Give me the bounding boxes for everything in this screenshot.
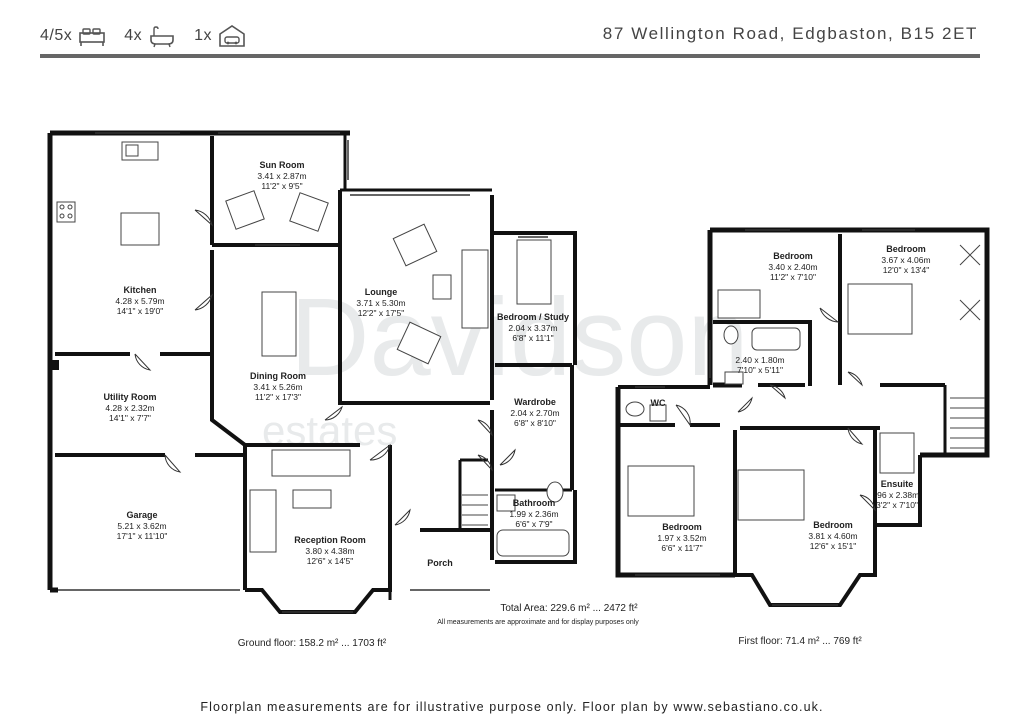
room-labels: Sun Room 3.41 x 2.87m 11'2" x 9'5" Kitch… [104, 160, 931, 568]
bedroom-1-imperial: 11'2" x 7'10" [770, 272, 816, 282]
garage-name: Garage [126, 510, 157, 520]
bedroom-4-imperial: 12'6" x 15'1" [810, 541, 857, 551]
toilet-icon [625, 401, 645, 417]
furniture [56, 141, 570, 557]
bedroom-study-imperial: 6'8" x 11'1" [512, 333, 553, 343]
ensuite-imperial: 3'2" x 7'10" [876, 500, 918, 510]
bed-icon [847, 283, 913, 335]
coffee-table [432, 274, 452, 300]
garage-count: 1x [194, 27, 213, 44]
ensuite-metric: .96 x 2.38m [875, 490, 919, 500]
bedroom-4-metric: 3.81 x 4.60m [808, 531, 857, 541]
armchair-icon [225, 190, 265, 230]
bed-icon [737, 469, 805, 521]
wc-name: WC [651, 398, 666, 408]
wardrobe-imperial: 6'8" x 8'10" [514, 418, 556, 428]
reception-room-name: Reception Room [294, 535, 366, 545]
bedroom-count: 4/5x [40, 27, 73, 44]
bath-icon [751, 327, 801, 351]
lounge-name: Lounge [365, 287, 398, 297]
garage-metric: 5.21 x 3.62m [117, 521, 166, 531]
first-floor-windows [635, 229, 915, 606]
bathroom-imperial: 6'6" x 7'9" [515, 519, 552, 529]
measurement-disclaimer: All measurements are approximate and for… [437, 619, 639, 626]
bedroom-3-imperial: 6'6" x 11'7" [661, 543, 702, 553]
garage-imperial: 17'1" x 11'10" [117, 531, 168, 541]
sofa-icon [249, 489, 277, 553]
sofa-icon [461, 249, 489, 329]
bed-icon [516, 239, 552, 305]
lounge-metric: 3.71 x 5.30m [356, 298, 405, 308]
utility-room-name: Utility Room [104, 392, 157, 402]
bedroom-1-name: Bedroom [773, 251, 813, 261]
ensuite-name: Ensuite [881, 479, 914, 489]
lounge-imperial: 12'2" x 17'5" [358, 308, 405, 318]
kitchen-imperial: 14'1" x 19'0" [117, 306, 164, 316]
door-swings [134, 209, 516, 526]
porch-name: Porch [427, 558, 453, 568]
sun-room-metric: 3.41 x 2.87m [257, 171, 306, 181]
bedroom-2-name: Bedroom [886, 244, 926, 254]
toilet-icon [723, 325, 739, 345]
kitchen-name: Kitchen [123, 285, 156, 295]
bath-icon [496, 529, 570, 557]
header-divider [40, 54, 980, 58]
bed-icon [79, 28, 106, 46]
utility-room-imperial: 14'1" x 7'7" [109, 413, 151, 423]
bathroom-metric: 1.99 x 2.36m [509, 509, 558, 519]
bathroom-count: 4x [124, 27, 143, 44]
bedroom-3-name: Bedroom [662, 522, 702, 532]
first-floor-furniture [625, 244, 985, 521]
shower-icon [879, 432, 915, 474]
kitchen-metric: 4.28 x 5.79m [115, 296, 164, 306]
reception-room-imperial: 12'6" x 14'5" [307, 556, 354, 566]
dining-room-metric: 3.41 x 5.26m [253, 382, 302, 392]
bed-icon [717, 289, 761, 319]
wardrobe-name: Wardrobe [514, 397, 556, 407]
kitchen-table [120, 212, 160, 246]
bedroom-study-name: Bedroom / Study [497, 312, 569, 322]
bathroom-name: Bathroom [513, 498, 556, 508]
toilet-icon [546, 481, 564, 503]
hob-icon [56, 201, 76, 223]
sun-room-imperial: 11'2" x 9'5" [261, 181, 302, 191]
armchair-icon [392, 223, 438, 267]
total-area: Total Area: 229.6 m² ... 2472 ft² [500, 603, 638, 614]
reception-room-metric: 3.80 x 4.38m [305, 546, 354, 556]
armchair-icon [289, 192, 329, 232]
first-floor-doors [675, 307, 876, 512]
first-bath-imperial: 7'10" x 5'11" [737, 365, 783, 375]
basin-icon [496, 494, 516, 512]
bedroom-2-imperial: 12'0" x 13'4" [883, 265, 930, 275]
footer-note: Floorplan measurements are for illustrat… [200, 700, 824, 714]
first-bath-metric: 2.40 x 1.80m [735, 355, 784, 365]
bath-icon [150, 26, 174, 48]
armchair-icon [396, 321, 442, 365]
bedroom-study-metric: 2.04 x 3.37m [508, 323, 557, 333]
property-features: 4/5x 4x 1x [40, 24, 258, 48]
dining-table [261, 291, 297, 357]
sun-room-name: Sun Room [260, 160, 305, 170]
property-address: 87 Wellington Road, Edgbaston, B15 2ET [602, 24, 978, 43]
basin-icon [724, 371, 744, 385]
dining-room-name: Dining Room [250, 371, 306, 381]
dining-room-imperial: 11'2" x 17'3" [255, 392, 301, 402]
bedroom-4-name: Bedroom [813, 520, 853, 530]
bedroom-3-metric: 1.97 x 3.52m [657, 533, 706, 543]
wardrobe-metric: 2.04 x 2.70m [510, 408, 559, 418]
ground-floor-area: Ground floor: 158.2 m² ... 1703 ft² [238, 638, 387, 649]
sofa-icon [271, 449, 351, 477]
garage-icon [219, 25, 245, 47]
first-floor-area: First floor: 71.4 m² ... 769 ft² [738, 636, 862, 647]
basin-icon [649, 404, 667, 422]
coffee-table [292, 489, 332, 509]
utility-room-metric: 4.28 x 2.32m [105, 403, 154, 413]
bedroom-1-metric: 3.40 x 2.40m [768, 262, 817, 272]
bed-icon [627, 465, 695, 517]
bedroom-2-metric: 3.67 x 4.06m [881, 255, 930, 265]
ground-floor-windows [58, 132, 548, 613]
